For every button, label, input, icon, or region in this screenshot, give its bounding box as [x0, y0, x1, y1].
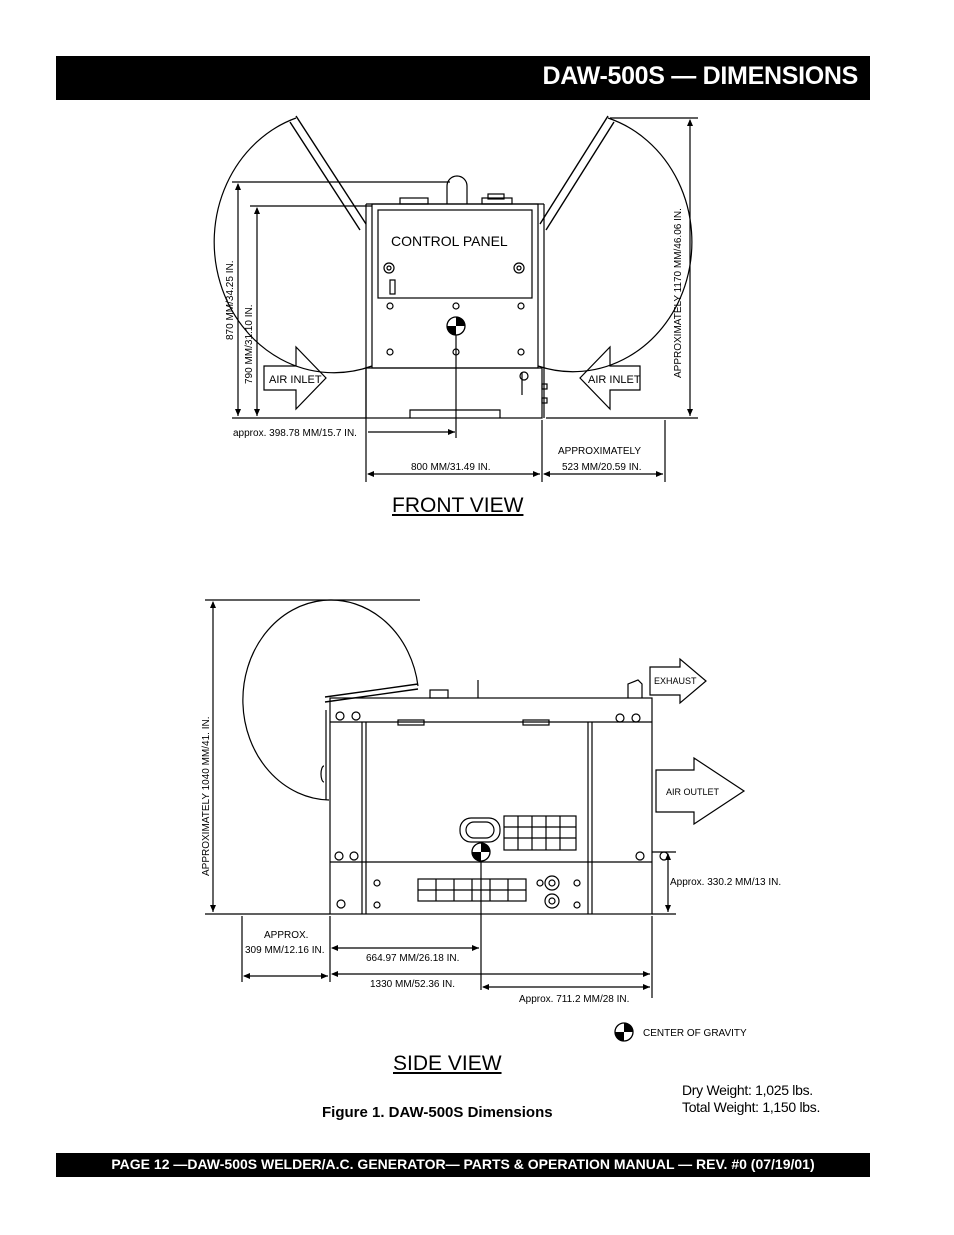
left-door-arc [213, 117, 373, 374]
cog-legend-label: CENTER OF GRAVITY [643, 1028, 747, 1039]
title-bar: DAW-500S — DIMENSIONS [56, 56, 870, 100]
dry-weight: Dry Weight: 1,025 lbs. [682, 1082, 813, 1098]
dim-front-height-total: APPROXIMATELY 1170 MM/46.06 IN. [673, 208, 684, 378]
dim-side-height-total: APPROXIMATELY 1040 MM/41. IN. [201, 716, 212, 876]
dim-side-length: 1330 MM/52.36 IN. [370, 979, 455, 990]
side-door-arc [242, 599, 419, 801]
air-inlet-left-arrow [263, 345, 327, 411]
page-title: DAW-500S — DIMENSIONS [542, 62, 859, 90]
cog-legend-icon [614, 1022, 634, 1042]
front-body-upper [371, 203, 539, 369]
lifting-eye [446, 175, 468, 204]
weights-block: Dry Weight: 1,025 lbs. Total Weight: 1,1… [682, 1082, 820, 1116]
front-cog-symbol [446, 316, 466, 336]
dim-side-overhang: 309 MM/12.16 IN. [245, 945, 324, 956]
right-door-arc [537, 117, 693, 373]
dim-front-side-approx: APPROXIMATELY [558, 446, 641, 457]
dim-side-cog-length: 664.97 MM/26.18 IN. [366, 953, 459, 964]
dim-side-cog-height: Approx. 330.2 MM/13 IN. [670, 877, 781, 888]
side-view-label: SIDE VIEW [393, 1052, 502, 1075]
exhaust-label: EXHAUST [654, 676, 697, 686]
dim-front-height-inner: 790 MM/31.10 IN. [244, 305, 255, 384]
side-cog-symbol [471, 842, 491, 862]
front-view-label: FRONT VIEW [392, 494, 524, 517]
dim-side-rear: Approx. 711.2 MM/28 IN. [519, 994, 629, 1005]
dim-front-side: 523 MM/20.59 IN. [562, 462, 641, 473]
exhaust-arrow [649, 657, 707, 705]
air-inlet-left-label: AIR INLET [269, 374, 322, 386]
air-outlet-arrow [655, 756, 746, 826]
air-inlet-right-label: AIR INLET [588, 374, 641, 386]
side-view [205, 599, 746, 998]
control-panel-label: CONTROL PANEL [391, 233, 508, 249]
figure-caption: Figure 1. DAW-500S Dimensions [322, 1104, 553, 1121]
footer-text: PAGE 12 —DAW-500S WELDER/A.C. GENERATOR—… [111, 1156, 815, 1172]
air-inlet-right-arrow [579, 345, 641, 411]
footer-bar: PAGE 12 —DAW-500S WELDER/A.C. GENERATOR—… [56, 1153, 870, 1177]
dim-front-height-outer: 870 MM/34.25 IN. [225, 261, 236, 340]
side-body [329, 697, 653, 915]
dim-side-overhang-approx: APPROX. [264, 930, 308, 941]
dim-front-cog-offset: approx. 398.78 MM/15.7 IN. [233, 428, 357, 439]
total-weight: Total Weight: 1,150 lbs. [682, 1099, 821, 1115]
dim-front-width: 800 MM/31.49 IN. [411, 462, 490, 473]
air-outlet-label: AIR OUTLET [666, 787, 720, 797]
front-view [213, 115, 698, 482]
